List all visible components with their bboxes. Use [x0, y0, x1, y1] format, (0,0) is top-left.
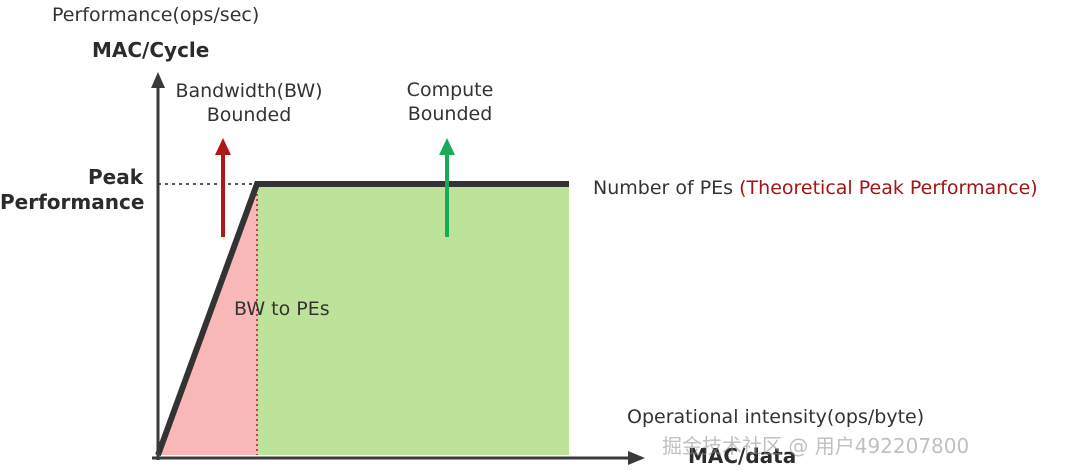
roof-label-main: Number of PEs — [593, 177, 734, 199]
bandwidth-bounded-line1: Bandwidth(BW) — [175, 80, 323, 102]
compute-bounded-region — [257, 184, 569, 455]
roofline — [155, 181, 569, 457]
x-axis-unit-label: MAC/data — [688, 444, 797, 468]
roof-label-accent: (Theoretical Peak Performance) — [739, 177, 1038, 199]
peak-performance-line2: Performance — [0, 190, 145, 214]
bandwidth-bounded-line2: Bounded — [206, 103, 292, 126]
compute-bounded-line2: Bounded — [407, 102, 493, 125]
slope-label: BW to PEs — [234, 298, 330, 320]
bandwidth-up-arrow-icon — [215, 138, 231, 237]
x-axis-arrowhead — [628, 451, 645, 465]
y-axis-unit-label: MAC/Cycle — [92, 38, 210, 62]
peak-performance-label: Peak Performance — [0, 165, 145, 215]
peak-performance-line1: Peak — [87, 165, 143, 189]
compute-up-arrow-icon — [439, 138, 455, 237]
watermark: 掘金技术社区 @ 用户492207800 — [662, 434, 970, 458]
compute-bounded-line1: Compute — [406, 79, 494, 101]
x-axis-label: Operational intensity(ops/byte) — [627, 406, 925, 428]
roof-label: Number of PEs (Theoretical Peak Performa… — [593, 177, 1038, 201]
compute-bounded-label: Compute Bounded — [370, 79, 530, 127]
bandwidth-bounded-label: Bandwidth(BW) Bounded — [164, 80, 334, 128]
y-axis-arrowhead — [151, 72, 165, 88]
y-axis-top-label: Performance(ops/sec) — [52, 4, 260, 26]
